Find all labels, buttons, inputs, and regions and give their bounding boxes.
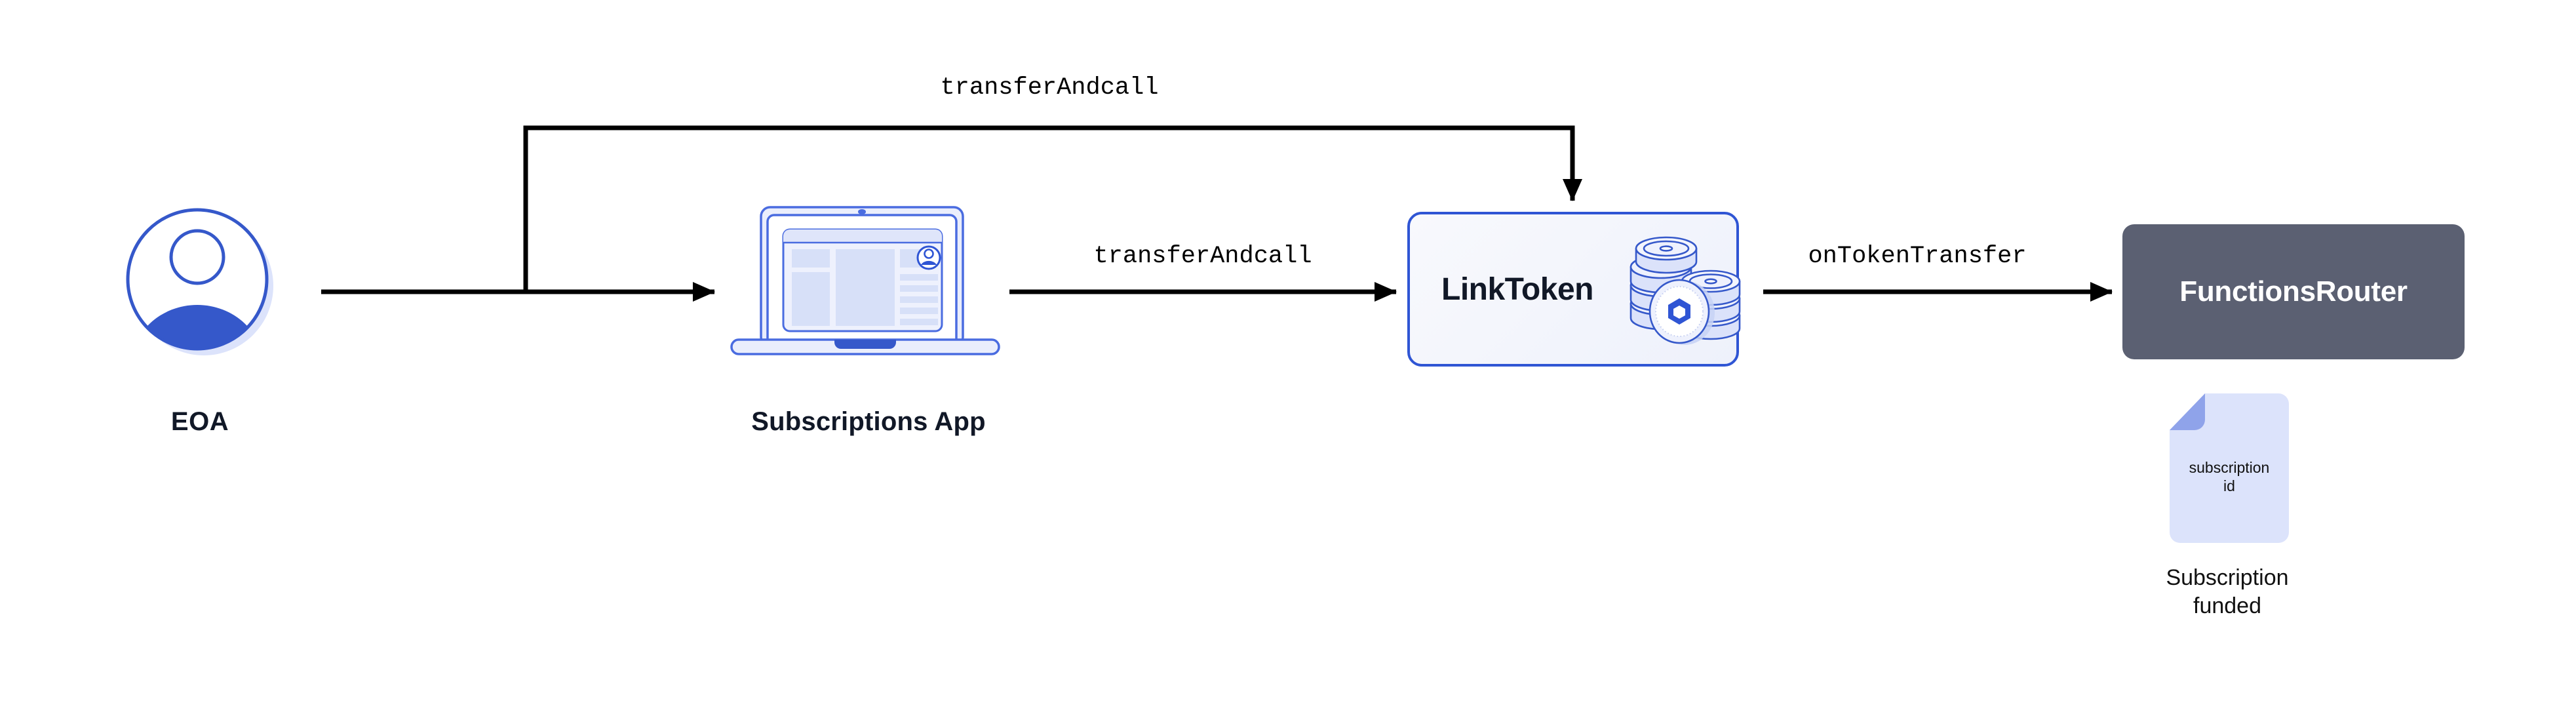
edge-eoa-to-link — [523, 125, 1582, 292]
edge-label-link-to-router: onTokenTransfer — [1808, 243, 2027, 270]
node-label-functionsrouter: FunctionsRouter — [2179, 275, 2408, 308]
node-label-linktoken: LinkToken — [1441, 271, 1593, 307]
link-coin-stack-icon — [1630, 236, 1741, 345]
document-icon — [2170, 393, 2289, 543]
artifact-caption: Subscription funded — [2166, 565, 2289, 618]
node-label-eoa: EOA — [170, 407, 229, 436]
user-avatar-icon — [126, 208, 273, 355]
node-label-subscriptions-app: Subscriptions App — [751, 407, 986, 436]
edge-label-app-to-link: transferAndcall — [1093, 243, 1312, 270]
laptop-icon — [730, 206, 1000, 355]
node-box-functionsrouter[interactable]: FunctionsRouter — [2122, 224, 2465, 359]
edge-label-eoa-to-link: transferAndcall — [940, 74, 1159, 102]
document-inner-label: subscription id — [2189, 459, 2270, 494]
